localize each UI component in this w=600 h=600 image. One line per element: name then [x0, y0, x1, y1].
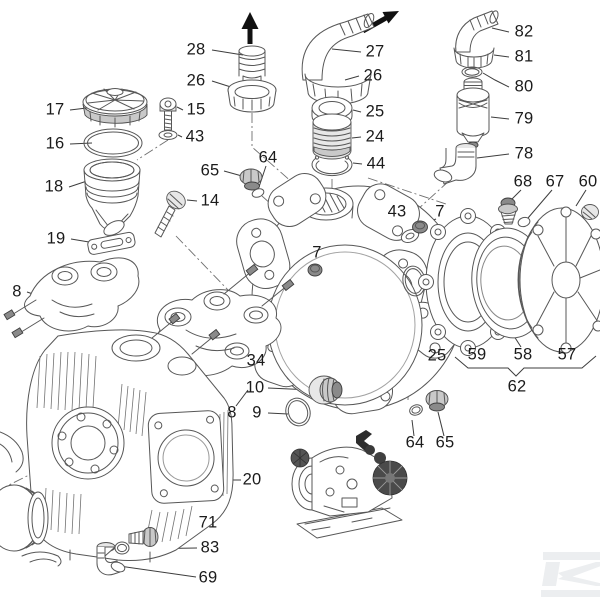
part-82-elbow-barb: [456, 10, 500, 52]
part-64-oring-lower: [408, 403, 424, 417]
part-65-plug-lower: [426, 391, 448, 412]
part-44-snap-ring: [312, 156, 352, 176]
part-64-oring-upper: [251, 187, 265, 199]
part-8-manifold-left: [4, 258, 139, 338]
part-67-seal: [517, 216, 531, 228]
part-19-gasket: [87, 232, 136, 256]
part-28-hose-barb: [239, 46, 265, 84]
flow-arrow-up-icon: [241, 12, 259, 44]
part-79-valve-body: [457, 78, 489, 148]
part-81-nut: [454, 48, 494, 68]
part-71-plug: [129, 528, 158, 547]
part-15-bolt: [160, 98, 176, 130]
part-9-oring: [282, 395, 313, 429]
part-65-plug-upper: [240, 169, 262, 190]
part-78-elbow-fitting: [433, 144, 476, 185]
part-43-washer-upper: [159, 131, 177, 140]
part-57-diaphragm-cover: [518, 207, 600, 353]
partial-sleeve-left-edge: [0, 432, 61, 566]
part-14-bolt: [155, 188, 189, 237]
part-10-valve: [309, 376, 342, 404]
part-20-crankcase: [27, 314, 233, 562]
part-16-oring: [84, 129, 142, 157]
part-7-nut-right: [413, 221, 428, 233]
part-17-strainer-cap: [83, 89, 147, 128]
assembled-pump-thumbnail: [291, 430, 407, 538]
part-27-elbow-hose-barb: [302, 12, 376, 80]
kramp-logo-watermark: [541, 552, 600, 597]
part-26-nut-left: [228, 80, 276, 112]
part-69-elbow-fitting: [97, 543, 126, 575]
part-24-threaded-adapter: [313, 114, 351, 159]
part-25-ring-center: [312, 97, 352, 127]
part-80-oring: [462, 67, 482, 77]
part-68-valve-plug: [499, 198, 518, 224]
part-18-strainer-cup: [84, 159, 140, 238]
